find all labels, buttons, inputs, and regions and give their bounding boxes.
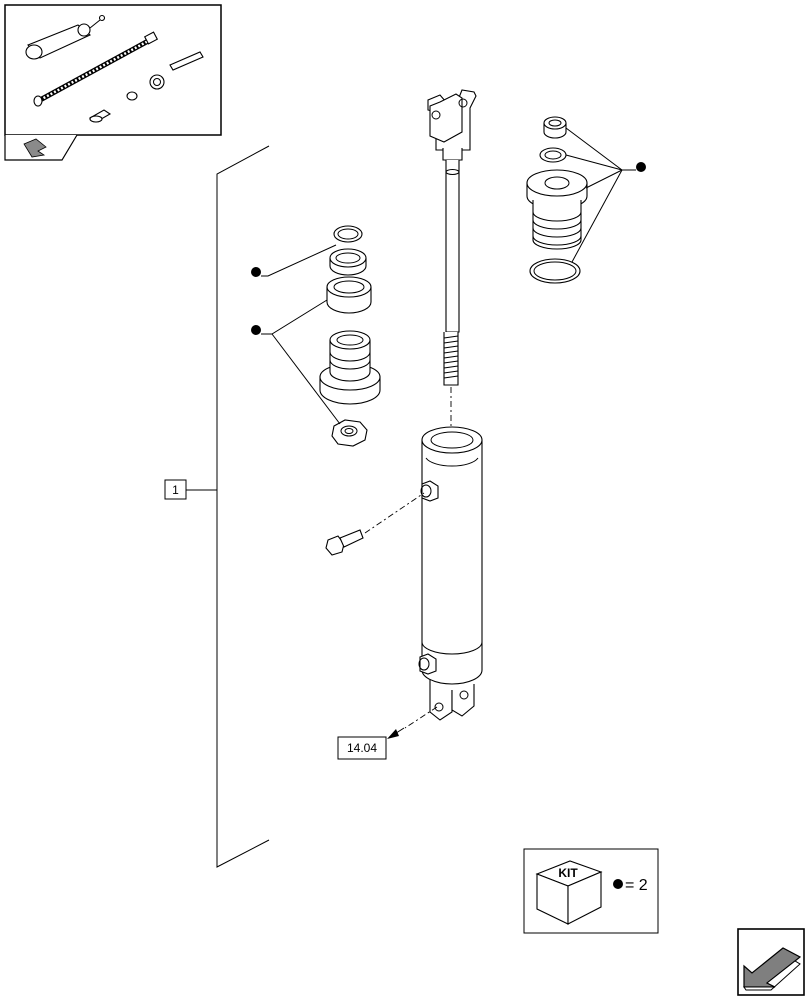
bleed-screw[interactable] (325, 529, 364, 556)
section-ref-label: 14.04 (347, 741, 377, 755)
bushing[interactable] (326, 276, 372, 314)
book-arrow-icon (23, 138, 47, 158)
piston-seal-cap[interactable] (543, 116, 567, 139)
seal-ring-wide[interactable] (329, 248, 367, 276)
screw-axis-centerline (364, 492, 425, 534)
kit-label: KIT (558, 866, 578, 880)
piston-o-ring[interactable] (529, 258, 581, 284)
piston-rod[interactable] (427, 89, 477, 386)
pin-centerline (404, 706, 438, 729)
piston-head[interactable] (526, 169, 588, 250)
kit-box-icon: KIT (535, 860, 603, 925)
assembly-bracket (186, 145, 270, 868)
kit-legend: KIT = 2 (523, 848, 659, 934)
cylinder-barrel[interactable] (418, 426, 483, 721)
kit-marker-gland (251, 299, 341, 425)
section-ref-callout[interactable]: 14.04 (337, 736, 387, 760)
assembly-callout-label: 1 (172, 483, 179, 497)
kit-bullet-icon (613, 879, 623, 889)
section-ref-arrow (387, 727, 405, 739)
kit-marker-piston (565, 127, 646, 263)
nav-next-arrow-icon[interactable] (737, 928, 805, 996)
hex-nut[interactable] (331, 419, 368, 447)
kit-marker-seals (251, 244, 337, 277)
seal-ring-small[interactable] (333, 225, 363, 243)
assembly-callout[interactable]: 1 (164, 479, 187, 500)
piston-gland[interactable] (319, 330, 381, 405)
piston-seal-washer[interactable] (539, 147, 567, 163)
assembly-thumbnail-icon[interactable] (4, 4, 222, 161)
kit-count-label: = 2 (625, 877, 648, 894)
